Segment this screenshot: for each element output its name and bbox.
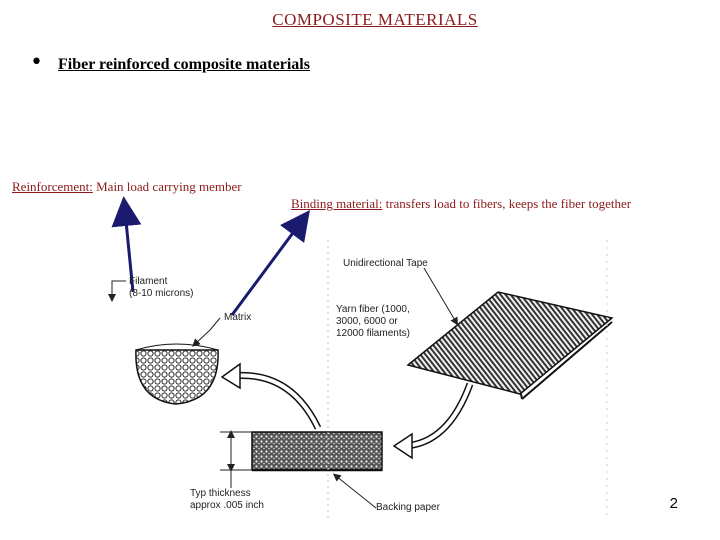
page-title: COMPOSITE MATERIALS	[272, 10, 478, 29]
bullet-text: Fiber reinforced composite materials	[58, 56, 310, 73]
label-matrix: Matrix	[224, 312, 251, 323]
reinforcement-term: Reinforcement:	[12, 179, 93, 194]
filament-cross-section	[135, 349, 219, 405]
bullet-icon: •	[30, 50, 43, 75]
reinforcement-arrow	[111, 196, 142, 293]
label-yarn-1: Yarn fiber (1000,	[336, 304, 410, 315]
label-filament: Filament	[129, 276, 168, 287]
unidirectional-tape-shape	[406, 291, 614, 395]
label-filament-size: (8-10 microns)	[129, 288, 193, 299]
reinforcement-desc: Main load carrying member	[92, 179, 242, 194]
binding-caption: Binding material: transfers load to fibe…	[291, 196, 631, 212]
page-number: 2	[669, 495, 678, 512]
label-backing-paper: Backing paper	[376, 502, 441, 513]
binding-arrow	[230, 209, 310, 316]
curve-arrow-right	[403, 382, 474, 450]
binding-desc: transfers load to fibers, keeps the fibe…	[382, 196, 632, 211]
label-thickness-2: approx .005 inch	[190, 500, 264, 511]
reinforcement-caption: Reinforcement: Main load carrying member	[12, 179, 242, 195]
label-yarn-3: 12000 filaments)	[336, 328, 410, 339]
binding-term: Binding material:	[291, 196, 383, 211]
label-thickness-1: Typ thickness	[190, 488, 251, 499]
tape-cross-section	[251, 431, 383, 471]
label-unidirectional-tape: Unidirectional Tape	[343, 258, 428, 269]
label-yarn-2: 3000, 6000 or	[336, 316, 398, 327]
